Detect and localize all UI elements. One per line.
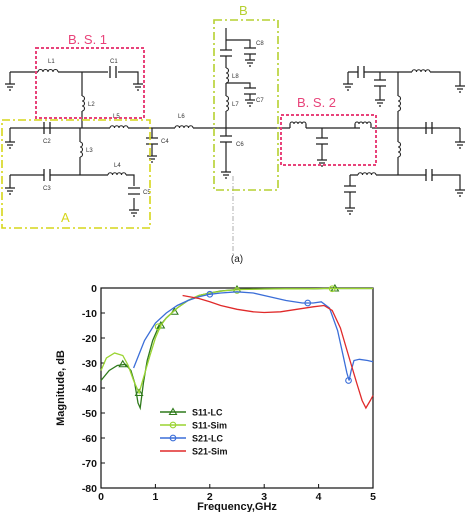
x-tick-label: 4 [316,491,322,503]
label-L1: L1 [48,59,55,65]
axes: 0 1 2 3 4 5 0 -10 -20 -30 -40 -50 -60 -70 -80 [82,283,376,503]
data-point-marker [345,377,352,384]
label-C1: C1 [110,59,118,65]
series-line-s11-sim [100,287,373,395]
y-axis-label: Magnitude, dB [55,350,67,426]
inductor-L1 [37,68,59,73]
x-tick-label: 2 [207,491,213,503]
data-point-marker [169,307,179,315]
circuit-diagram: L1 C1 L2 L3 C2 L5 L6 C4 C3 L4 C5 C8 L8 C… [1,3,465,256]
data-point-marker [233,287,241,294]
inductor-L4 [107,172,127,176]
legend-label: S11-LC [192,408,223,418]
data-point-marker [304,299,312,307]
inductor-L2 [81,95,86,112]
y-tick-label: -50 [82,408,97,420]
y-tick-label: -80 [82,483,97,495]
capacitor-C4 [146,137,158,145]
capacitor-C6 [220,135,232,143]
bs1-label: B. S. 1 [68,32,107,47]
legend-marker [168,407,178,416]
label-L4: L4 [114,163,121,169]
capacitor-C8 [220,49,232,57]
x-axis-label: Frequency,GHz [197,501,277,512]
label-L8: L8 [232,74,239,80]
label-L6: L6 [178,114,185,120]
legend-label: S11-Sim [192,421,227,431]
data-point-marker [134,388,144,397]
capacitor-C3 [43,169,51,181]
legend-marker [169,434,177,442]
data-point-marker [328,285,336,293]
y-tick-label: -60 [82,433,97,445]
legend-marker [169,421,177,429]
y-tick-label: -30 [82,358,97,370]
series-lines [100,283,374,411]
label-C5: C5 [143,190,151,196]
capacitor-C2 [43,122,51,134]
legend-label: S21-LC [192,434,224,444]
y-tick-label: -70 [82,458,97,470]
capacitor-C1 [109,66,117,78]
data-point-marker [206,290,214,298]
b-box [213,19,279,191]
capacitor-C7 [244,87,256,95]
data-point-marker [154,323,162,331]
a-label: A [61,210,70,225]
x-tick-label: 3 [261,491,267,503]
label-C6: C6 [236,142,244,148]
label-C2: C2 [43,139,51,145]
left-terminal-ground [5,141,15,149]
series-line-s21-sim [182,294,374,410]
b-label: B [239,3,248,18]
capacitor-C5 [128,187,140,195]
label-C8: C8 [256,41,264,47]
y-tick-label: -10 [82,308,97,320]
inductor-L7 [225,95,230,112]
bs2-label: B. S. 2 [297,95,336,110]
a-box [1,119,151,229]
inductor-L6 [174,125,194,129]
label-L3: L3 [86,148,93,154]
plot-frame [100,287,374,489]
y-tick-label: -20 [82,333,97,345]
inductor-L5 [109,125,129,129]
data-point-marker [118,359,128,368]
x-tick-label: 5 [370,491,376,503]
y-tick-label: -40 [82,383,97,395]
label-L7: L7 [232,102,239,108]
legend-label: S21-Sim [192,447,228,457]
series-line-s21-lc [132,291,374,381]
label-C7: C7 [256,98,264,104]
x-tick-label: 1 [152,491,158,503]
x-tick-label: 0 [98,491,104,503]
y-tick-label: 0 [91,283,97,295]
bs1-box [35,47,145,119]
bs2-box [280,114,377,166]
label-C4: C4 [161,139,169,145]
inductor-L3 [79,141,84,158]
label-L2: L2 [88,102,95,108]
label-C3: C3 [43,186,51,192]
figure-caption: (a) [231,254,243,265]
inductor-L8 [225,67,230,84]
